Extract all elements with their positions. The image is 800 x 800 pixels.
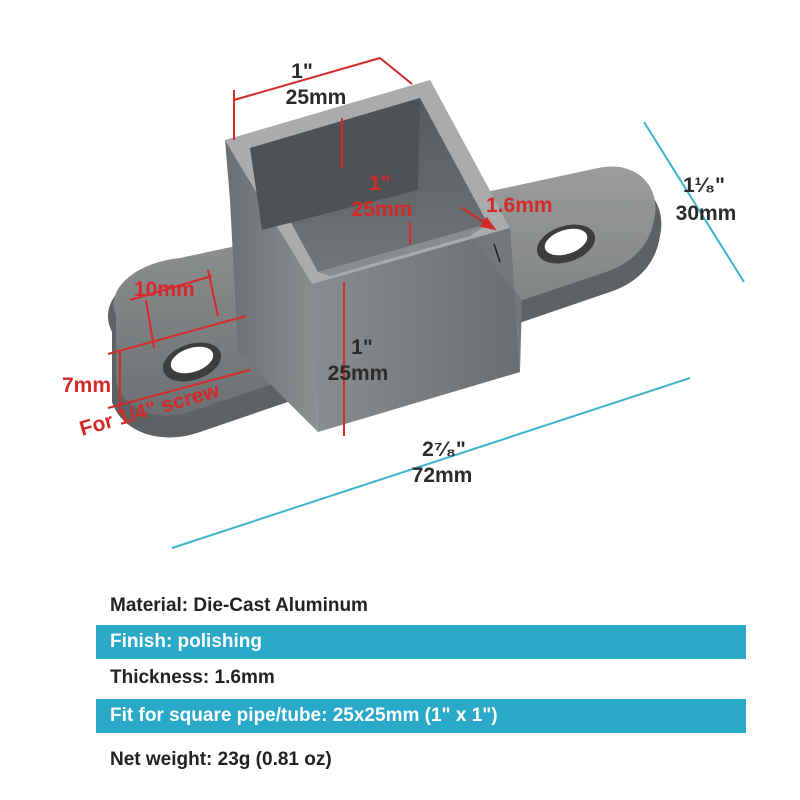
total-height-in: 1¹⁄₈" (683, 174, 725, 197)
dim-flange-width: 10mm (129, 269, 219, 349)
inner-depth-mm: 25mm (352, 198, 413, 221)
hole-diameter-label: 7mm (62, 374, 111, 397)
spec-thickness: Thickness: 1.6mm (110, 667, 275, 688)
tube-height-mm: 25mm (328, 362, 389, 385)
top-width-in: 1" (291, 60, 313, 83)
spec-material: Material: Die-Cast Aluminum (110, 595, 368, 616)
dim-tube-height: 1" 25mm (328, 282, 389, 436)
spec-fit: Fit for square pipe/tube: 25x25mm (1" x … (96, 699, 746, 733)
total-height-mm: 30mm (676, 202, 737, 225)
total-length-in: 2⁷⁄₈" (422, 438, 466, 461)
bracket-illustration: 1" 25mm 1" 25mm 1.6mm 1¹⁄₈" 30mm 1" 25mm… (62, 57, 745, 549)
wall-thickness-label: 1.6mm (486, 194, 553, 217)
inner-depth-in: 1" (369, 172, 391, 195)
total-length-mm: 72mm (412, 464, 473, 487)
dim-total-length: 2⁷⁄₈" 72mm (171, 377, 691, 549)
tube-height-in: 1" (351, 336, 373, 359)
product-diagram: 1" 25mm 1" 25mm 1.6mm 1¹⁄₈" 30mm 1" 25mm… (62, 57, 745, 549)
left-hole-opening (170, 346, 214, 374)
dim-inner-depth: 1" 25mm (341, 118, 413, 244)
flange-width-label: 10mm (134, 278, 195, 301)
spec-finish: Finish: polishing (96, 625, 746, 659)
square-socket (225, 80, 522, 432)
spec-net-weight: Net weight: 23g (0.81 oz) (110, 749, 332, 770)
dim-top-width: 1" 25mm (233, 57, 413, 140)
top-width-mm: 25mm (286, 86, 347, 109)
dim-wall-thickness: 1.6mm (461, 194, 553, 263)
right-hole-opening (544, 228, 588, 256)
dim-total-height: 1¹⁄₈" 30mm (643, 121, 745, 283)
